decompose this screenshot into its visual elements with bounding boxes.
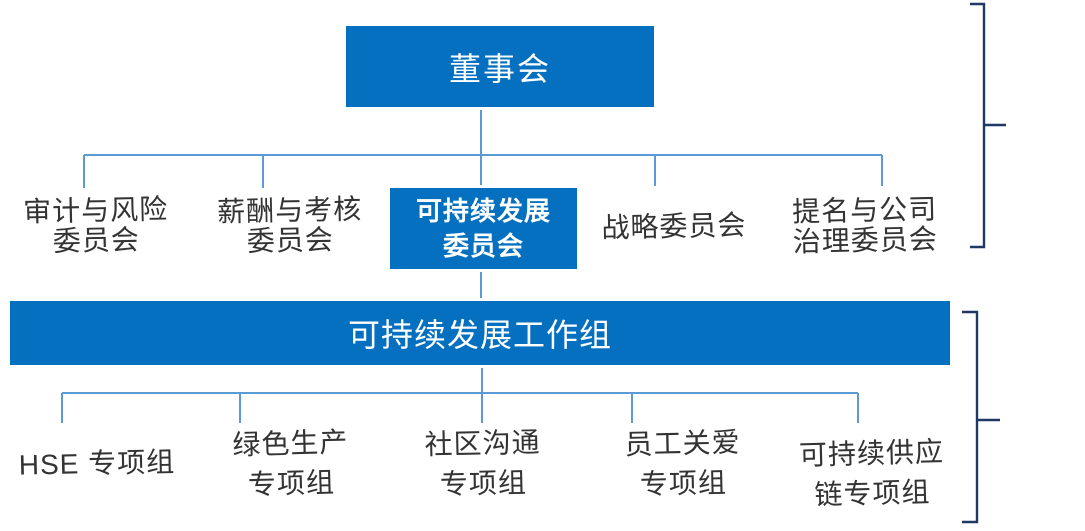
bracket-taskgroups-icon [962,310,1000,524]
committee-nomination-label: 提名与公司 治理委员会 [754,193,975,259]
label-line: 提名与公司 [791,193,938,228]
label-line: 战略委员会 [601,209,747,244]
sustainability-committee-box: 可持续发展 委员会 [387,185,580,272]
working-group-label: 可持续发展工作组 [347,317,612,353]
label-line: 链专项组 [814,476,931,511]
committee-audit-risk-label: 审计与风险 委员会 [0,193,207,259]
label-line: 审计与风险 [22,193,169,228]
label-line: 治理委员会 [792,223,939,258]
label-line: 委员会 [52,224,141,257]
label-line: 委员会 [442,230,524,261]
committee-strategy-label: 战略委员会 [564,209,785,245]
taskgroup-supply-chain-label: 可持续供应 链专项组 [751,431,993,517]
label-line: 可持续发展 [415,195,551,226]
tree-connectors [61,110,883,423]
label-line: 可持续供应 [798,436,945,471]
board-label: 董事会 [448,50,551,87]
label-line: 委员会 [246,224,335,257]
bracket-committees-icon [970,2,1006,249]
board-box: 董事会 [343,23,657,110]
label-line: 薪酬与考核 [216,193,363,228]
committee-remuneration-label: 薪酬与考核 委员会 [179,193,400,259]
working-group-bar: 可持续发展工作组 [7,298,953,368]
